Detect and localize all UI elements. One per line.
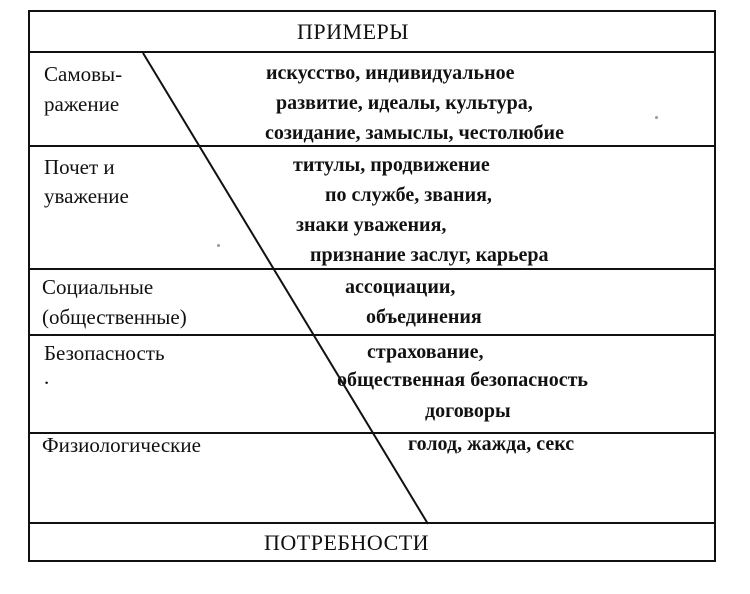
- need-label-social-line1: Социальные: [42, 275, 154, 299]
- example-text: голод, жажда, секс: [408, 433, 575, 455]
- footer-title: ПОТРЕБНОСТИ: [264, 530, 430, 555]
- example-text: искусство, индивидуальное: [266, 62, 515, 84]
- example-text: по службе, звания,: [325, 184, 492, 206]
- example-text: ассоциации,: [345, 276, 456, 298]
- need-label-safety-line1: Безопасность: [44, 341, 165, 365]
- header-divider: [30, 51, 714, 53]
- example-text: договоры: [425, 400, 511, 422]
- example-text: страхование,: [367, 341, 484, 363]
- header-title: ПРИМЕРЫ: [297, 19, 409, 44]
- example-text: созидание, замыслы, честолюбие: [265, 122, 564, 144]
- example-text: объединения: [366, 306, 482, 328]
- needs-table: [28, 10, 716, 562]
- scan-speck: [655, 116, 658, 119]
- need-label-physiological: Физиологические: [42, 433, 201, 457]
- example-text: признание заслуг, карьера: [310, 244, 549, 266]
- example-text: развитие, идеалы, культура,: [276, 92, 533, 114]
- need-label-self-expression-line1: Самовы-: [44, 62, 123, 86]
- need-label-self-expression-line2: ражение: [44, 92, 120, 116]
- footer-divider: [30, 522, 714, 524]
- need-label-esteem-line2: уважение: [44, 184, 129, 208]
- need-label-safety-line2: .: [44, 365, 50, 389]
- example-text: титулы, продвижение: [293, 154, 490, 176]
- example-text: знаки уважения,: [296, 214, 447, 236]
- need-label-esteem-line1: Почет и: [44, 155, 115, 179]
- row-divider: [30, 268, 714, 270]
- row-divider: [30, 145, 714, 147]
- example-text: общественная безопасность: [337, 369, 588, 391]
- row-divider: [30, 334, 714, 336]
- scan-speck: [217, 244, 220, 247]
- need-label-social-line2: (общественные): [42, 305, 187, 329]
